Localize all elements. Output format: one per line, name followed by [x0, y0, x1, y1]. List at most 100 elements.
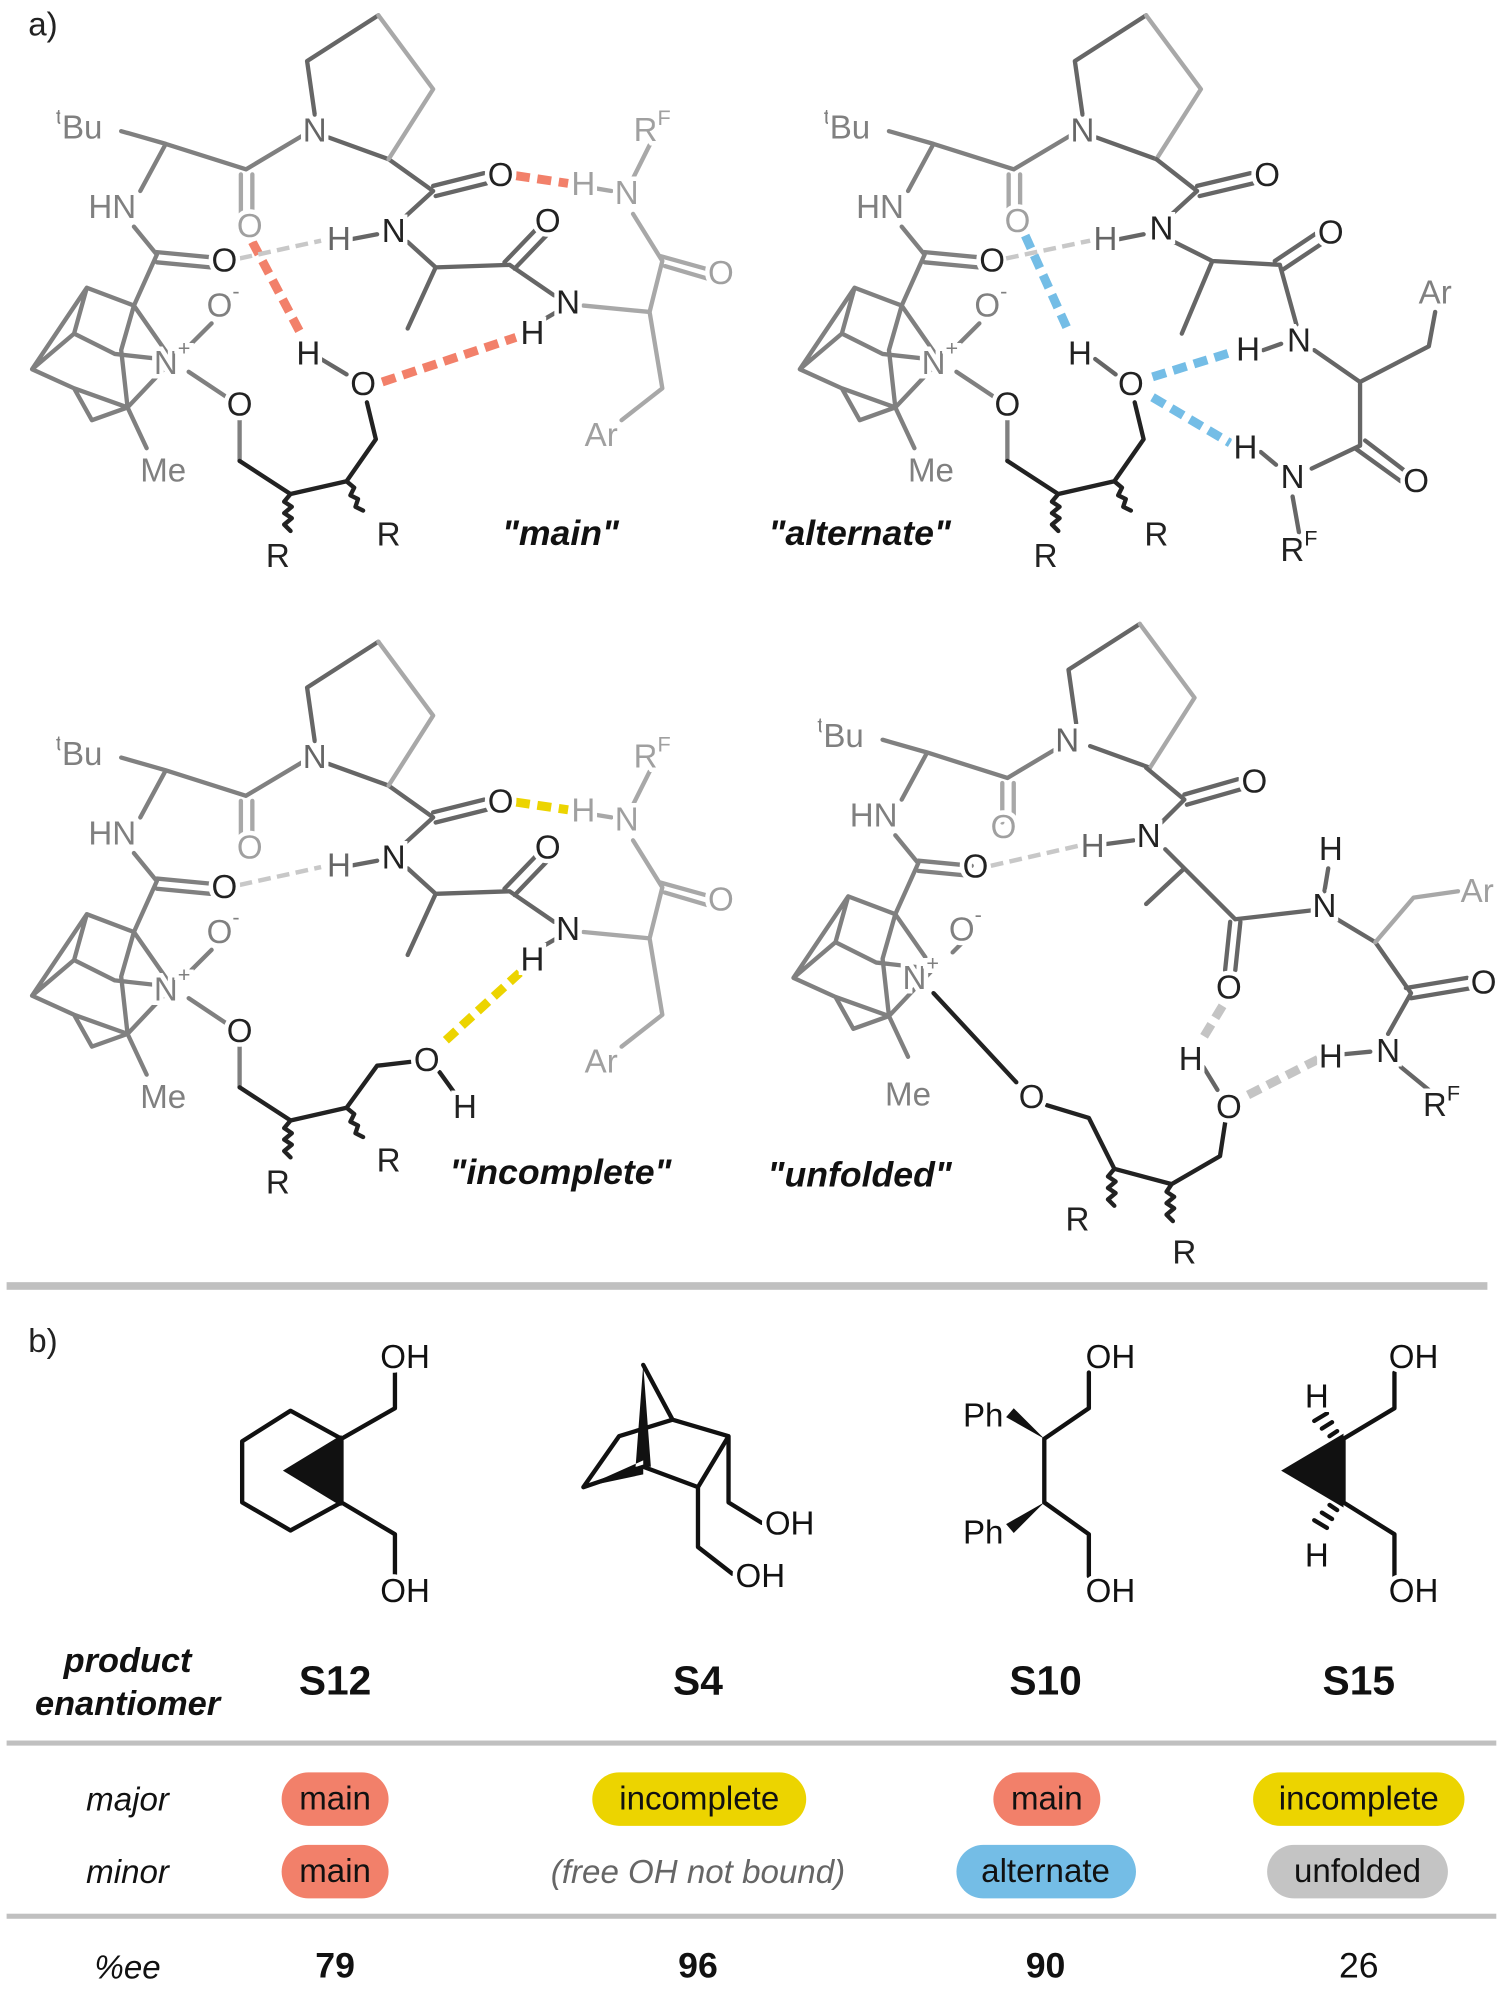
svg-text:H: H — [1236, 332, 1260, 369]
svg-text:OH: OH — [380, 1573, 430, 1610]
svg-text:O: O — [1471, 964, 1497, 1001]
svg-text:O: O — [708, 882, 734, 919]
svg-text:N: N — [1287, 323, 1311, 360]
svg-text:O: O — [1118, 366, 1144, 403]
svg-text:H: H — [1305, 1537, 1329, 1574]
svg-text:O: O — [991, 809, 1017, 846]
svg-text:N: N — [382, 213, 406, 250]
svg-text:R: R — [377, 1143, 401, 1180]
svg-text:N: N — [615, 801, 639, 838]
svg-text:RF: RF — [1280, 525, 1317, 569]
svg-text:O: O — [1403, 463, 1429, 500]
pill-main — [993, 1772, 1101, 1826]
row-label-ee: %ee — [94, 1950, 160, 1987]
svg-text:H: H — [1319, 831, 1343, 868]
svg-text:O: O — [979, 243, 1005, 280]
svg-text:H: H — [521, 942, 545, 979]
svg-text:unfolded: unfolded — [1294, 1853, 1421, 1890]
svg-text:O: O — [1242, 763, 1268, 800]
conformer-unfolded: tBu HN O O N N+ O- Me O H N O N H Ar O N… — [768, 621, 1501, 1276]
svg-text:O-: O- — [949, 902, 982, 948]
svg-text:Ar: Ar — [585, 417, 618, 454]
svg-text:R: R — [266, 538, 290, 575]
svg-text:O: O — [708, 255, 734, 292]
molecule-s10: Ph Ph OH OH — [958, 1334, 1139, 1614]
pill-incomplete — [592, 1772, 807, 1826]
svg-text:H: H — [1305, 1378, 1329, 1415]
svg-text:H: H — [1234, 430, 1258, 467]
svg-text:incomplete: incomplete — [619, 1781, 779, 1818]
svg-text:R: R — [266, 1164, 290, 1201]
conformer-label-unfolded: "unfolded" — [768, 1155, 953, 1195]
svg-text:O-: O- — [207, 904, 240, 950]
svg-text:tBu: tBu — [56, 103, 102, 145]
svg-text:O: O — [995, 386, 1021, 423]
svg-text:O: O — [1216, 1089, 1242, 1126]
svg-text:O: O — [211, 869, 237, 906]
svg-text:H: H — [1319, 1038, 1343, 1075]
svg-text:OH: OH — [380, 1339, 430, 1376]
molecule-s12: OH OH — [239, 1334, 434, 1615]
svg-text:H: H — [1093, 221, 1117, 258]
ee-value: 79 — [315, 1945, 355, 1985]
svg-text:R: R — [1144, 516, 1168, 553]
svg-text:N: N — [1312, 888, 1336, 925]
svg-text:OH: OH — [1389, 1573, 1439, 1610]
svg-text:N: N — [1137, 818, 1161, 855]
svg-text:N: N — [382, 840, 406, 877]
svg-text:H: H — [453, 1089, 477, 1126]
svg-text:HN: HN — [88, 815, 136, 852]
compound-id: S10 — [1009, 1658, 1081, 1704]
svg-text:O: O — [1019, 1079, 1045, 1116]
pill-alternate — [956, 1844, 1136, 1899]
svg-text:N+: N+ — [154, 962, 191, 1008]
panel-label-a: a) — [28, 7, 57, 44]
svg-text:N: N — [1281, 459, 1305, 496]
svg-text:OH: OH — [1389, 1339, 1439, 1376]
svg-text:H: H — [1179, 1041, 1203, 1078]
svg-text:O-: O- — [207, 278, 240, 324]
svg-text:N+: N+ — [922, 335, 959, 381]
svg-text:N+: N+ — [903, 950, 940, 996]
svg-text:O: O — [1005, 203, 1031, 240]
svg-text:R: R — [1065, 1201, 1089, 1238]
compound-id: S4 — [673, 1658, 723, 1704]
svg-text:N: N — [303, 113, 327, 150]
conformer-alternate: tBu HN O O N N+ O- O O H Me R R O H N O … — [768, 13, 1456, 579]
svg-text:O: O — [488, 784, 514, 821]
section-divider — [6, 1282, 1488, 1290]
conformer-label-main: "main" — [502, 513, 620, 553]
svg-text:RF: RF — [634, 731, 671, 775]
panel-label-b: b) — [28, 1323, 57, 1360]
adamantane-cage — [32, 288, 172, 448]
svg-text:Ar: Ar — [1419, 274, 1452, 311]
svg-text:HN: HN — [856, 189, 904, 226]
svg-text:main: main — [1011, 1781, 1083, 1818]
svg-text:N: N — [1376, 1033, 1400, 1070]
conformer-label-incomplete: "incomplete" — [449, 1152, 672, 1192]
compound-id: S15 — [1323, 1658, 1395, 1704]
svg-text:O: O — [237, 829, 263, 866]
svg-text:O: O — [535, 829, 561, 866]
conformer-main: tBu HN O O N O H N O N H O H N RF Ar N+ … — [32, 13, 738, 579]
header-product: product — [63, 1642, 193, 1680]
svg-text:N+: N+ — [154, 335, 191, 381]
atom-label: HN — [88, 189, 136, 226]
svg-text:O: O — [237, 208, 263, 245]
svg-text:N: N — [1071, 113, 1095, 150]
svg-text:main: main — [299, 1853, 371, 1890]
svg-text:Me: Me — [140, 1079, 186, 1116]
svg-text:Ar: Ar — [1461, 873, 1494, 910]
svg-text:OH: OH — [736, 1558, 786, 1595]
svg-text:RF: RF — [1423, 1080, 1460, 1124]
svg-text:R: R — [1172, 1234, 1196, 1271]
adamantane-cage — [32, 914, 172, 1074]
svg-text:H: H — [1081, 828, 1105, 865]
conformer-label-alternate: "alternate" — [768, 513, 951, 553]
svg-text:main: main — [299, 1781, 371, 1818]
ee-value: 26 — [1339, 1945, 1379, 1985]
ee-value: 90 — [1026, 1945, 1066, 1985]
compound-id: S12 — [299, 1658, 371, 1704]
svg-text:O-: O- — [974, 278, 1007, 324]
